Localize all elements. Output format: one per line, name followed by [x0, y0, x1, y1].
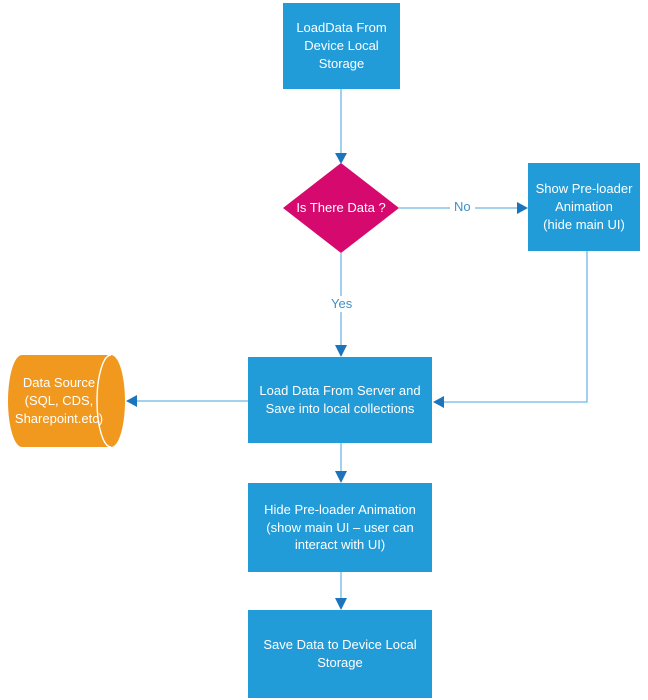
node-hide-preloader: Hide Pre-loader Animation (show main UI … — [248, 483, 432, 572]
arrowhead-into-decision — [335, 153, 347, 164]
arrowhead-yes-into-server — [335, 345, 347, 357]
edge-preloader-to-server — [444, 251, 588, 403]
decision-shape — [283, 163, 399, 253]
arrowhead-into-save — [335, 598, 347, 610]
arrowhead-into-hide — [335, 471, 347, 483]
datastore-shape — [8, 355, 125, 447]
decision-label: Is There Data ? — [296, 200, 386, 216]
node-show-preloader: Show Pre-loader Animation (hide main UI) — [528, 163, 640, 251]
node-load-local-storage: LoadData From Device Local Storage — [283, 3, 400, 89]
node-load-from-server: Load Data From Server and Save into loca… — [248, 357, 432, 443]
datastore-rim-arc — [96, 354, 112, 448]
arrowhead-into-server-right — [433, 396, 444, 408]
datastore-label: Data Source (SQL, CDS, Sharepoint.etc) — [14, 375, 104, 426]
node-save-to-local-storage: Save Data to Device Local Storage — [248, 610, 432, 698]
edge-label-yes: Yes — [327, 296, 357, 313]
arrowhead-into-datasource — [126, 395, 137, 407]
edge-label-no: No — [450, 199, 475, 216]
arrowhead-no-into-preloader — [517, 202, 528, 214]
